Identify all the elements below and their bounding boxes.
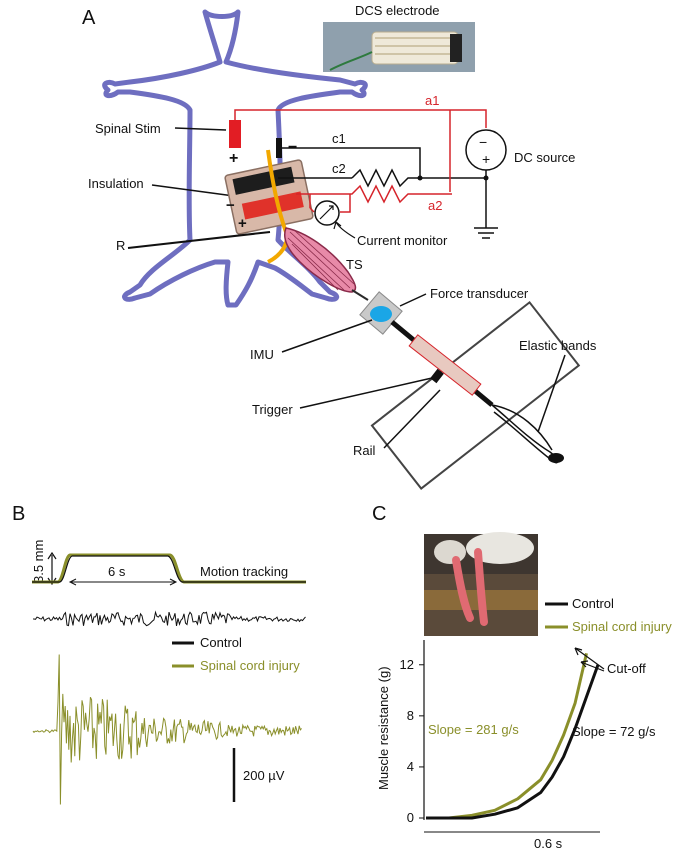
stim-plus-sign: + <box>229 150 238 167</box>
cutoff-arrowhead-control <box>580 660 589 668</box>
r-pointer <box>127 231 271 249</box>
trigger-block <box>430 368 444 384</box>
insulation-pointer <box>151 184 235 197</box>
electrode-photo <box>323 22 475 72</box>
height-scale-label: 3.5 mm <box>31 540 46 583</box>
stim-anode <box>229 120 241 148</box>
y-axis-label: Muscle resistance (g) <box>376 666 391 790</box>
chart-layer <box>426 652 600 820</box>
imu-label: IMU <box>250 347 274 362</box>
circuit-black <box>278 147 498 239</box>
current-monitor-symbol <box>314 200 340 226</box>
dc-source-label: DC source <box>514 150 575 165</box>
hindlimb-photo <box>424 532 538 636</box>
current-monitor-arrowhead <box>333 221 342 230</box>
insulation-label: Insulation <box>88 176 144 191</box>
rail-label: Rail <box>353 443 376 458</box>
cutoff-label: Cut-off <box>607 661 646 676</box>
stim-cathode <box>276 138 282 158</box>
insulation-plus-sign: + <box>238 215 247 232</box>
insulation-minus-sign: − <box>226 197 235 214</box>
panel-a-label: A <box>82 7 96 29</box>
tendon-link <box>351 289 369 301</box>
legend-b-sci-label: Spinal cord injury <box>200 658 300 673</box>
circuit-red <box>234 109 487 213</box>
force-transducer-label: Force transducer <box>430 286 529 301</box>
motion-trace-sci <box>32 553 306 584</box>
elastic-bands-pointer <box>537 354 566 433</box>
y-tick-label-2: 8 <box>407 708 414 723</box>
junction-c1 <box>417 175 423 181</box>
a1-label: a1 <box>425 93 439 108</box>
cutoff-arrowhead-sci <box>574 647 583 656</box>
chart-axes: 0 4 8 12 <box>400 640 425 825</box>
panel-b-label: B <box>12 503 25 525</box>
legend-b-control-label: Control <box>200 635 242 650</box>
dc-plus-sign: + <box>482 151 490 167</box>
motion-tracking-label: Motion tracking <box>200 564 288 579</box>
legend-c-sci-label: Spinal cord injury <box>572 619 672 634</box>
elastic-band-b <box>491 404 553 451</box>
elastic-bands-label: Elastic bands <box>519 338 597 353</box>
panel-c-label: C <box>372 503 386 525</box>
electrode-photo-title: DCS electrode <box>355 3 440 18</box>
duration-label: 6 s <box>108 564 126 579</box>
y-tick-label-3: 12 <box>400 657 414 672</box>
emg-scale-label: 200 µV <box>243 768 285 783</box>
dc-minus-sign: − <box>479 134 487 150</box>
trigger-pointer <box>299 377 433 409</box>
slope-sci-label: Slope = 281 g/s <box>428 722 519 737</box>
spinal-stim-label: Spinal Stim <box>95 121 161 136</box>
motion-trace-control <box>32 555 306 583</box>
spinal-stim-pointer <box>174 127 227 131</box>
x-scale-label: 0.6 s <box>534 836 563 851</box>
current-monitor-label: Current monitor <box>357 233 448 248</box>
rat-outline <box>102 9 368 308</box>
cutoff-arrow-sci <box>574 647 605 670</box>
muscle-ts <box>284 227 357 293</box>
band-anchor <box>548 453 564 463</box>
c1-label: c1 <box>332 131 346 146</box>
dc-source-symbol: − + <box>465 129 507 171</box>
force-transducer-pointer <box>399 293 427 307</box>
y-tick-label-1: 4 <box>407 759 414 774</box>
trigger-label: Trigger <box>252 402 293 417</box>
junction-ground <box>483 175 489 181</box>
elastic-band-a <box>491 404 559 464</box>
rail-guide <box>408 334 482 396</box>
imu-pointer <box>281 319 373 353</box>
height-scale-arrows <box>47 551 57 586</box>
emg-trace-sci <box>32 654 302 805</box>
c2-label: c2 <box>332 161 346 176</box>
y-tick-label-0: 0 <box>407 810 414 825</box>
legend-c-control-label: Control <box>572 596 614 611</box>
series-line-control <box>426 664 600 820</box>
imu-sensor <box>370 306 392 322</box>
slope-control-label: Slope = 72 g/s <box>572 724 656 739</box>
duration-arrowheads <box>68 578 178 586</box>
cutoff-arrow-control <box>580 661 605 672</box>
rail-pointer <box>383 389 441 449</box>
r-label: R <box>116 238 125 253</box>
ts-label: TS <box>346 257 363 272</box>
a2-label: a2 <box>428 198 442 213</box>
emg-trace-control <box>33 610 306 627</box>
